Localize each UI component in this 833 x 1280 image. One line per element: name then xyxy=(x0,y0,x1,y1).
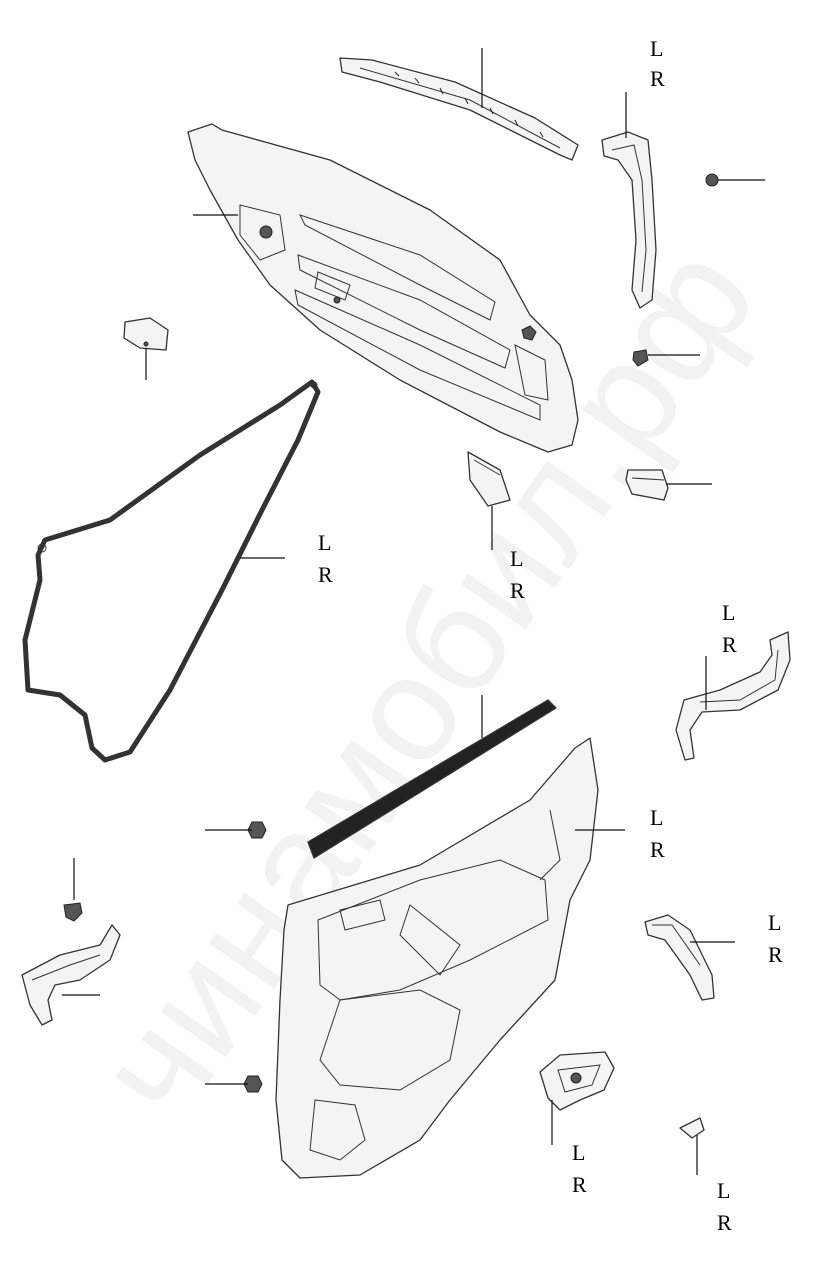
label-r: R xyxy=(650,66,665,91)
handle-bezel xyxy=(644,914,715,1001)
window-belt-moulding xyxy=(307,699,557,859)
label-l: L xyxy=(510,546,523,571)
label-l: L xyxy=(717,1178,730,1203)
label-r: R xyxy=(722,632,737,657)
label-l: L xyxy=(722,600,735,625)
triangle-cover xyxy=(467,451,511,507)
label-r: R xyxy=(650,837,665,862)
label-r: R xyxy=(717,1210,732,1235)
door-weatherstrip-seal xyxy=(22,379,321,763)
cover-cap xyxy=(123,317,169,351)
label-r: R xyxy=(768,942,783,967)
label-r: R xyxy=(318,562,333,587)
handle-bracket-cover xyxy=(625,469,669,501)
label-r: R xyxy=(510,578,525,603)
push-clip xyxy=(632,349,649,367)
armrest-bracket xyxy=(675,631,791,761)
label-l: L xyxy=(318,530,331,555)
label-l: L xyxy=(650,36,663,61)
retainer-clip xyxy=(63,902,83,922)
screw-cover-cap xyxy=(679,1117,705,1139)
label-l: L xyxy=(768,910,781,935)
lower-door-trim-panel xyxy=(275,737,599,1179)
upper-door-trim-panel xyxy=(187,123,579,453)
label-l: L xyxy=(650,805,663,830)
upper-trim-strip xyxy=(339,57,579,161)
clip xyxy=(521,325,537,341)
inner-door-handle xyxy=(539,1051,615,1111)
clip xyxy=(705,173,719,187)
label-r: R xyxy=(572,1172,587,1197)
pillar-trim xyxy=(601,131,657,309)
lower-bracket xyxy=(21,924,121,1026)
label-l: L xyxy=(572,1140,585,1165)
